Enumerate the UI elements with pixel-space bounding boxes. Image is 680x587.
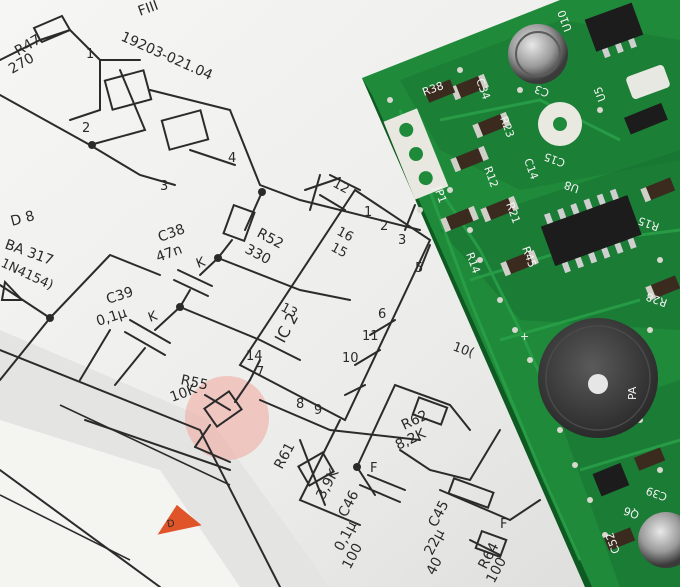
crystal: [626, 65, 670, 99]
r55-highlight: [185, 376, 269, 460]
label-pin3: 3: [160, 179, 168, 194]
pcb-q6: Q6: [622, 504, 641, 522]
label-partial: 10(: [451, 340, 476, 361]
capacitor-bottom: [638, 512, 680, 568]
label-pin1-ic: 1: [364, 205, 372, 220]
label-pin2-ic: 2: [380, 219, 388, 234]
label-pin7: 7: [256, 365, 264, 380]
label-pin13: 13: [278, 300, 300, 321]
label-r55: R55: [179, 372, 209, 393]
label-pin16: 16: [334, 224, 356, 245]
label-pin2: 2: [82, 121, 90, 136]
label-fiii: FIII: [136, 0, 161, 20]
pcb-buzzer-label: PA: [626, 386, 639, 400]
ic2-outline: [238, 188, 432, 422]
d-marker: [157, 504, 202, 535]
label-f2: F: [500, 517, 507, 532]
paper-light-area: [0, 420, 240, 587]
label-pin11: 11: [362, 329, 379, 344]
label-d8: D 8: [9, 208, 36, 230]
smd-components: [424, 73, 680, 551]
label-pin1: 1: [86, 47, 94, 62]
pcb-labels: R38 C34 R23 C3 C15 R12 C14 R21 JP1 U8 R1…: [421, 8, 669, 555]
label-pin9: 9: [314, 403, 322, 418]
label-f-mark: F: [370, 461, 377, 476]
label-pin6: 6: [378, 307, 386, 322]
pcb-u5: U5: [591, 85, 608, 104]
label-pin12: 12: [330, 176, 352, 197]
schematic-wires: [0, 14, 541, 587]
label-pin5-ic: 5: [415, 261, 423, 276]
d-marker-label: D: [166, 518, 176, 530]
label-pin14: 14: [246, 349, 263, 364]
pcb-c3: C3: [533, 82, 551, 99]
pcb-plus: +: [520, 330, 529, 343]
label-pin8: 8: [296, 397, 304, 412]
pcb-jp1: JP1: [431, 184, 449, 205]
label-pin10: 10: [342, 351, 359, 366]
label-c45-value-b: 40: [423, 555, 445, 578]
label-pin3-ic: 3: [398, 233, 406, 248]
buzzer-hole: [588, 374, 608, 394]
pcb-u8: U8: [562, 178, 581, 195]
label-pin4: 4: [228, 151, 236, 166]
pcb-board: [362, 0, 680, 587]
label-pin15: 15: [328, 240, 350, 261]
u10-chip: [584, 2, 644, 59]
u8-chip: [540, 188, 642, 274]
